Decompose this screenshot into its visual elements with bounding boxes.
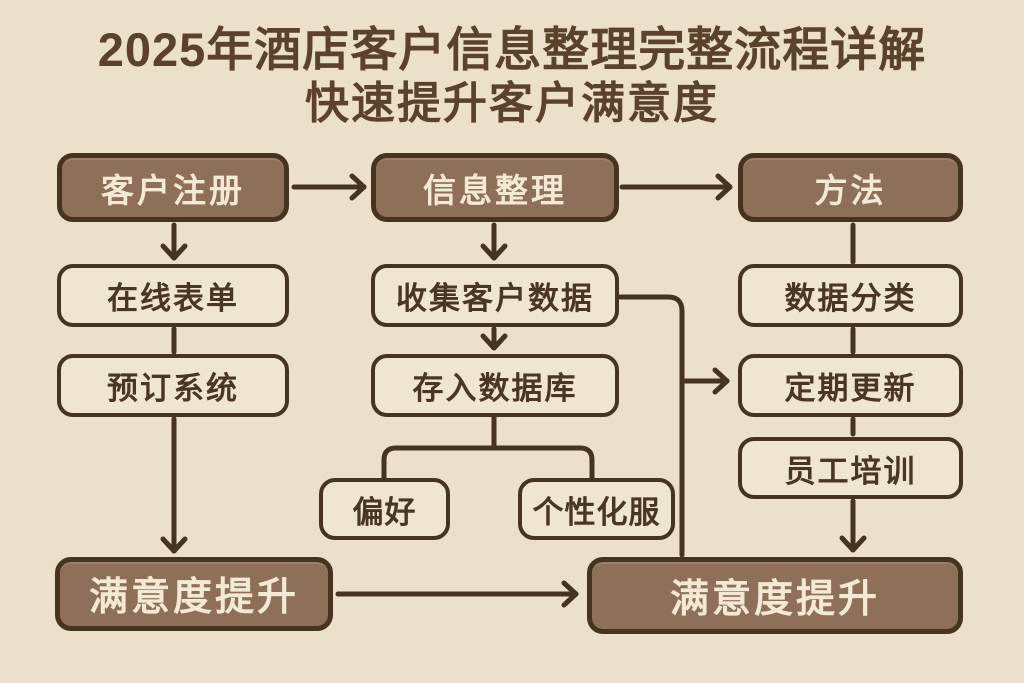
node-satisfaction-right: 满意度提升	[587, 557, 963, 634]
page-title: 2025年酒店客户信息整理完整流程详解 快速提升客户满意度	[0, 22, 1024, 129]
node-regular-update: 定期更新	[738, 354, 963, 417]
title-line-2: 快速提升客户满意度	[305, 79, 719, 129]
node-online-form: 在线表单	[57, 264, 289, 327]
node-booking-system: 预订系统	[57, 354, 289, 417]
node-staff-training: 员工培训	[738, 437, 963, 499]
node-customer-registration: 客户注册	[57, 153, 289, 222]
node-info-organization: 信息整理	[371, 153, 619, 222]
node-collect-customer-data: 收集客户数据	[371, 264, 619, 327]
node-preferences: 偏好	[319, 478, 450, 540]
node-store-in-database: 存入数据库	[371, 354, 619, 417]
node-personalized-service: 个性化服	[518, 478, 675, 540]
node-data-classification: 数据分类	[738, 264, 963, 327]
node-satisfaction-left: 满意度提升	[55, 557, 333, 631]
node-method: 方法	[738, 153, 963, 222]
edge-store-branch	[381, 445, 595, 481]
title-line-1: 2025年酒店客户信息整理完整流程详解	[97, 23, 927, 76]
